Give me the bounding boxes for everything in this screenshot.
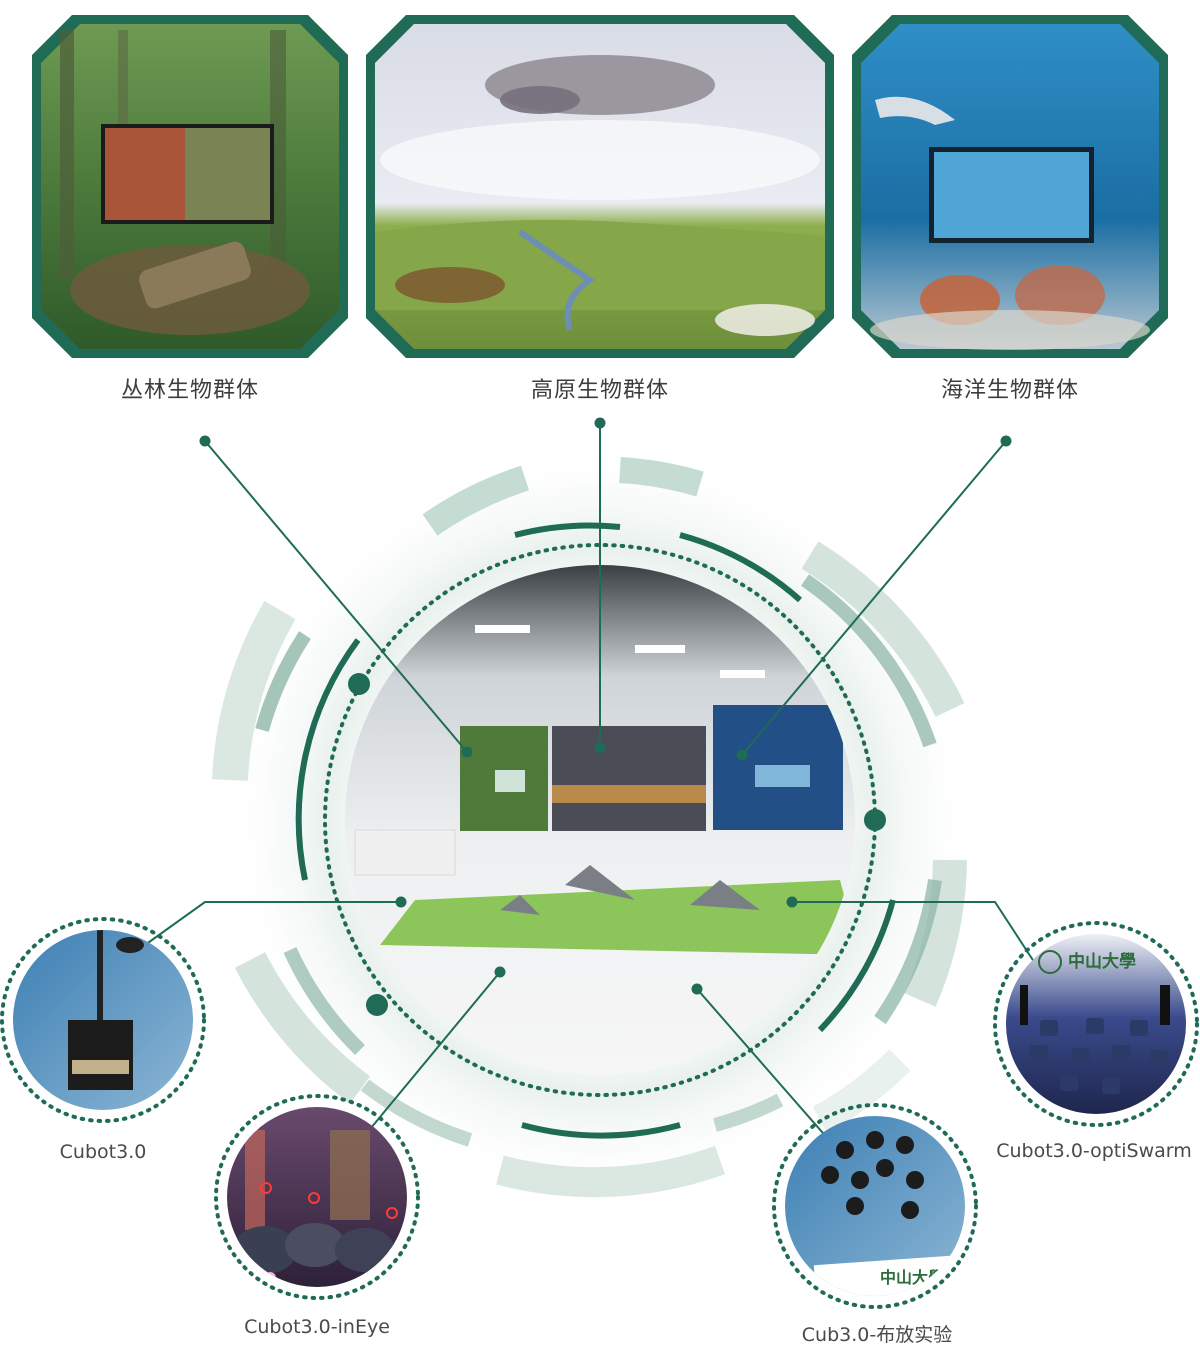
exhibition-hall-photo (345, 565, 855, 1075)
plateau-panel (366, 15, 834, 358)
accent-arcs (295, 522, 896, 1139)
ocean-label: 海洋生物群体 (940, 378, 1080, 403)
ring-node (864, 809, 886, 831)
outer-arc-segments (212, 457, 967, 1198)
ring-node (348, 673, 370, 695)
svg-text:中山大學: 中山大學 (880, 1268, 944, 1287)
cubot-photo (0, 917, 206, 1123)
cubot-label: Cubot3.0 (59, 1141, 147, 1163)
cubot-optiswarm-label: Cubot3.0-optiSwarm (996, 1140, 1192, 1162)
cubot-ineye-label: Cubot3.0-inEye (244, 1316, 390, 1338)
inner-arc-segments (255, 574, 942, 1147)
cubot-ineye-photo (214, 1094, 420, 1300)
svg-text:中山大學: 中山大學 (1068, 951, 1136, 972)
plateau-label: 高原生物群体 (530, 378, 670, 403)
connector-lines (130, 423, 1058, 1164)
cub-deployment-photo: 中山大學 (772, 1103, 978, 1309)
forest-label: 丛林生物群体 (120, 378, 260, 403)
forest-panel (32, 15, 348, 358)
ocean-panel (852, 15, 1168, 358)
ring-node (366, 994, 388, 1016)
cubot-optiswarm-photo: 中山大學 (993, 921, 1199, 1127)
cub-deployment-label: Cub3.0-布放实验 (801, 1324, 953, 1346)
